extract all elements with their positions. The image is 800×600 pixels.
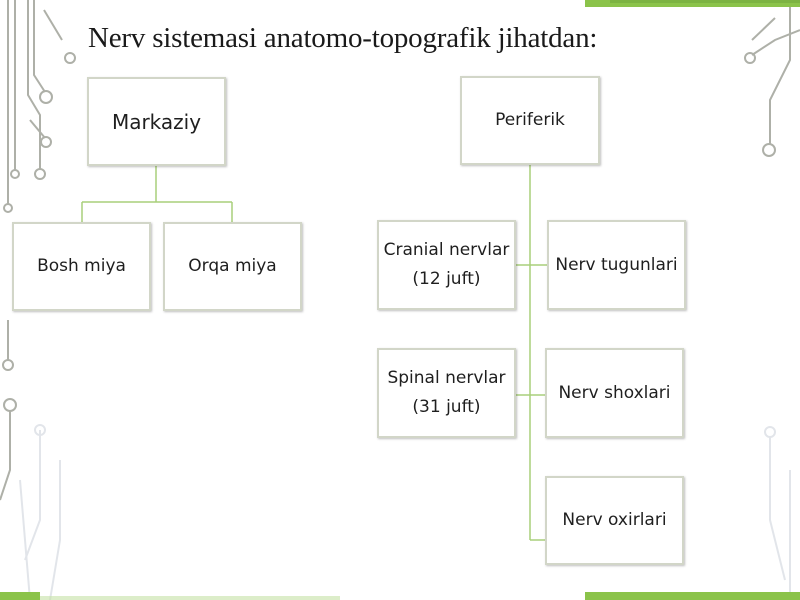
node-bosh-miya: Bosh miya	[12, 222, 151, 311]
node-nerv-tugunlari-label: Nerv tugunlari	[555, 254, 678, 275]
node-periferik: Periferik	[460, 76, 600, 165]
node-periferik-label: Periferik	[495, 110, 565, 131]
node-cranial-nervlar: Cranial nervlar (12 juft)	[377, 220, 516, 310]
node-nerv-tugunlari: Nerv tugunlari	[547, 220, 686, 310]
node-markaziy-label: Markaziy	[111, 109, 202, 134]
node-cranial-line1: Cranial nervlar	[383, 240, 510, 261]
node-spinal-line2: (31 juft)	[412, 397, 481, 417]
node-spinal-nervlar: Spinal nervlar (31 juft)	[377, 348, 516, 438]
slide-title: Nerv sistemasi anatomo-topografik jihatd…	[88, 22, 598, 54]
node-cranial-line2: (12 juft)	[412, 269, 481, 289]
node-orqa-miya-label: Orqa miya	[188, 256, 277, 277]
node-bosh-miya-label: Bosh miya	[37, 256, 126, 277]
node-orqa-miya: Orqa miya	[163, 222, 302, 311]
node-markaziy: Markaziy	[87, 77, 226, 166]
node-spinal-line1: Spinal nervlar	[387, 368, 506, 389]
node-nerv-oxirlari: Nerv oxirlari	[545, 476, 684, 565]
node-nerv-shoxlari: Nerv shoxlari	[545, 348, 684, 438]
node-nerv-oxirlari-label: Nerv oxirlari	[562, 510, 667, 531]
node-nerv-shoxlari-label: Nerv shoxlari	[558, 382, 671, 403]
